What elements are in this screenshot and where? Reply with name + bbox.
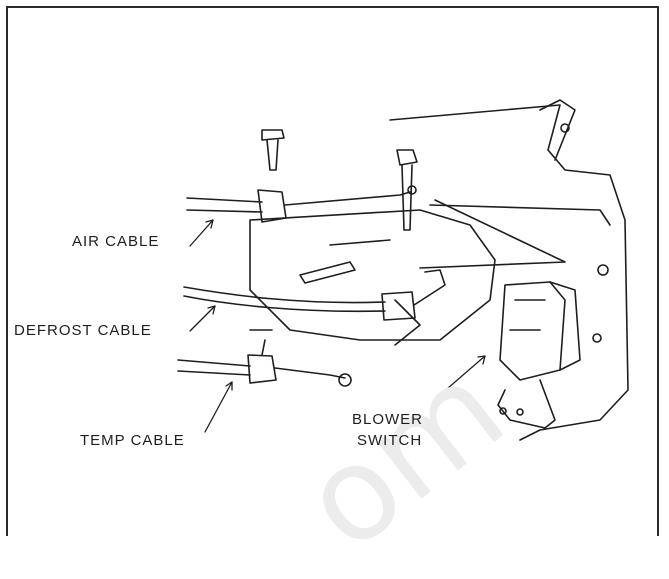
- mounting-bracket: [389, 99, 629, 441]
- temp-cable: [177, 329, 352, 387]
- defrost-cable: [183, 269, 446, 321]
- hvac-control-illustration: [177, 99, 629, 441]
- defrost-cable-label: DEFROST CABLE: [14, 322, 152, 339]
- blower-switch-label-line1: BLOWER: [352, 411, 424, 428]
- temp-cable-label: TEMP CABLE: [80, 432, 185, 449]
- diagram-frame: [6, 6, 659, 536]
- leader-lines: [189, 219, 486, 433]
- air-cable: [186, 185, 417, 223]
- air-cable-label: AIR CABLE: [72, 233, 160, 250]
- switch-terminals: [497, 379, 556, 429]
- mounting-screw: [261, 129, 285, 171]
- pivot-nut: [396, 149, 418, 231]
- control-plate: [249, 209, 496, 346]
- blower-switch-label-line2: SWITCH: [357, 432, 423, 449]
- blower-switch-body: [499, 281, 581, 381]
